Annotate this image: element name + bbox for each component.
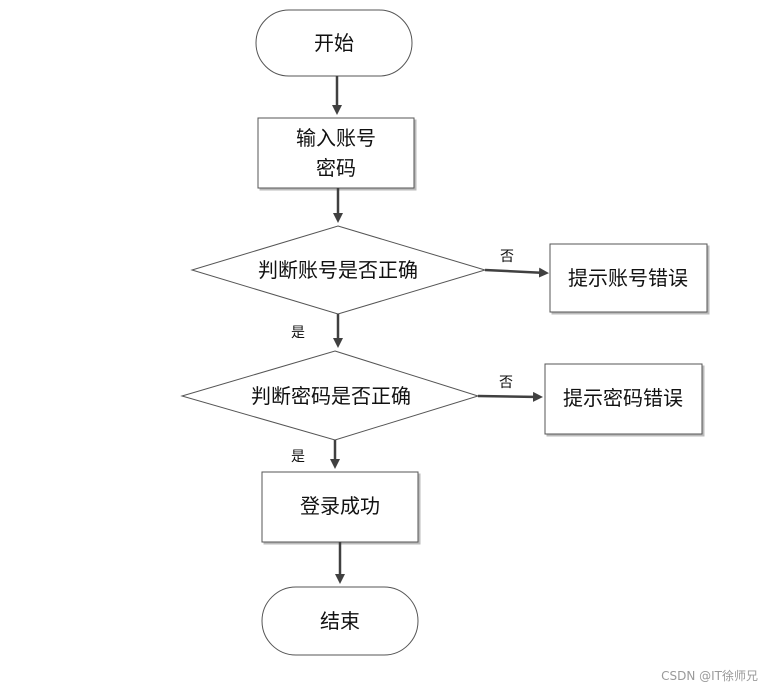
- start-label: 开始: [314, 31, 354, 55]
- password-error-label: 提示密码错误: [563, 386, 683, 410]
- account-yes-label: 是: [291, 325, 305, 341]
- check-password-label: 判断密码是否正确: [251, 384, 411, 408]
- login-success-node: 登录成功: [261, 471, 419, 543]
- check-account-label: 判断账号是否正确: [258, 258, 418, 282]
- check-account-decision: 判断账号是否正确: [190, 225, 487, 315]
- password-yes-label: 是: [291, 449, 305, 465]
- start-node: 开始: [255, 9, 413, 77]
- watermark: CSDN @IT徐师兄: [661, 668, 758, 683]
- password-error-node: 提示密码错误: [544, 363, 703, 435]
- arrow-password-no: [477, 391, 543, 402]
- password-no-label: 否: [499, 375, 513, 391]
- arrow-account-no: [484, 267, 549, 278]
- input-label-line2: 密码: [316, 156, 356, 180]
- input-label-line1: 输入账号: [296, 126, 376, 150]
- login-success-label: 登录成功: [300, 494, 380, 518]
- input-credentials-node: 输入账号 密码: [257, 117, 415, 189]
- end-label: 结束: [320, 609, 360, 633]
- check-password-decision: 判断密码是否正确: [180, 350, 480, 441]
- account-no-label: 否: [500, 249, 514, 265]
- account-error-node: 提示账号错误: [549, 243, 708, 313]
- end-node: 结束: [261, 586, 419, 656]
- account-error-label: 提示账号错误: [568, 266, 688, 290]
